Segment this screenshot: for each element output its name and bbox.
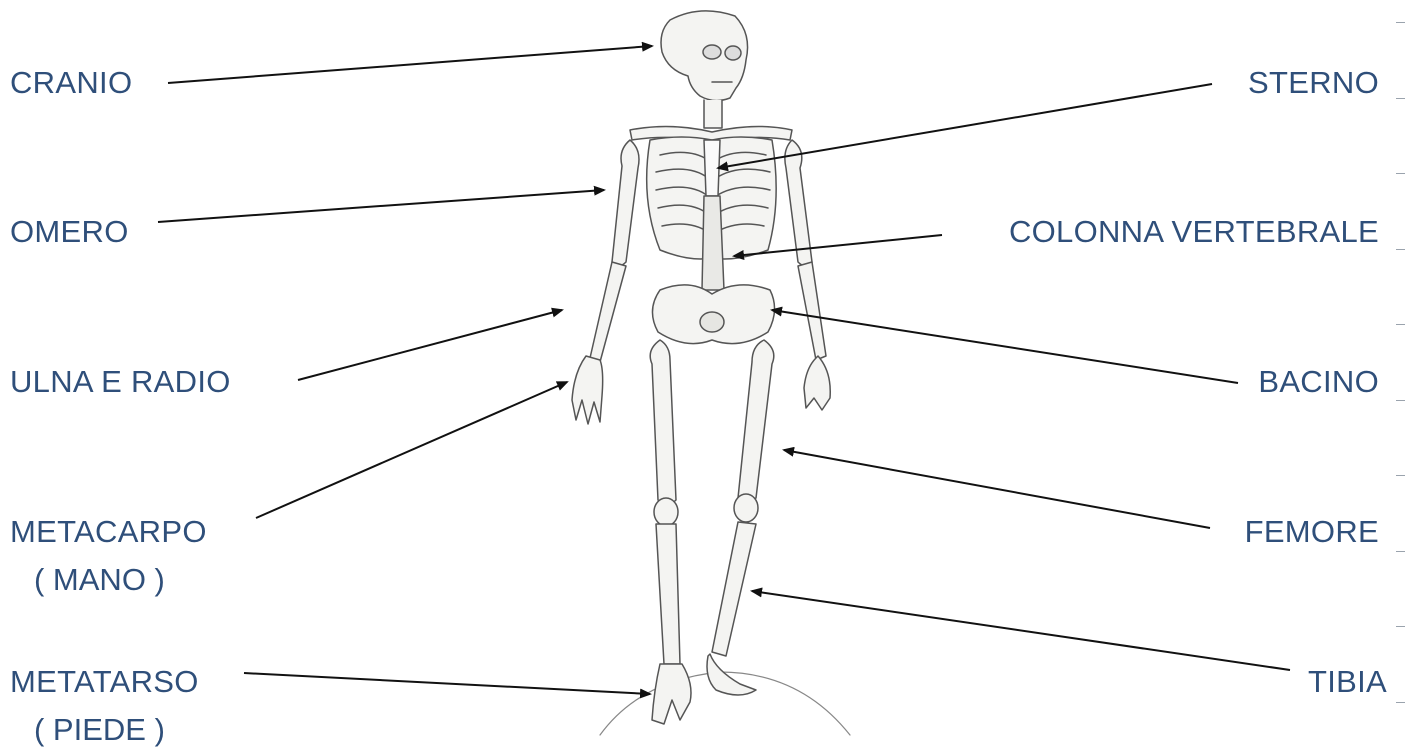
label-colonna-vertebrale: COLONNA VERTEBRALE [1009, 214, 1379, 250]
edge-tick [1396, 400, 1405, 401]
arrow-omero [158, 190, 604, 222]
label-metatarso: METATARSO [10, 664, 199, 700]
arrow-femore [784, 450, 1210, 528]
edge-tick [1396, 98, 1405, 99]
edge-tick [1396, 626, 1405, 627]
label-bacino: BACINO [1258, 364, 1379, 400]
label-sterno: STERNO [1248, 65, 1379, 101]
label-cranio: CRANIO [10, 65, 132, 101]
arrow-metatarso [244, 673, 650, 694]
arrow-sterno [718, 84, 1212, 168]
edge-tick [1396, 249, 1405, 250]
arrow-bacino [772, 310, 1238, 383]
edge-tick [1396, 551, 1405, 552]
arrow-ulna-radio [298, 310, 562, 380]
label-metacarpo-sub: ( MANO ) [34, 562, 165, 598]
label-tibia: TIBIA [1308, 664, 1387, 700]
arrow-metacarpo [256, 382, 567, 518]
label-femore: FEMORE [1245, 514, 1379, 550]
edge-tick [1396, 702, 1405, 703]
edge-tick [1396, 475, 1405, 476]
label-ulna-radio: ULNA E RADIO [10, 364, 231, 400]
label-metatarso-sub: ( PIEDE ) [34, 712, 165, 748]
label-omero: OMERO [10, 214, 129, 250]
edge-tick [1396, 324, 1405, 325]
arrow-tibia [752, 591, 1290, 670]
edge-tick [1396, 173, 1405, 174]
arrow-cranio [168, 46, 652, 83]
label-metacarpo: METACARPO [10, 514, 207, 550]
edge-tick [1396, 22, 1405, 23]
arrow-colonna [734, 235, 942, 256]
